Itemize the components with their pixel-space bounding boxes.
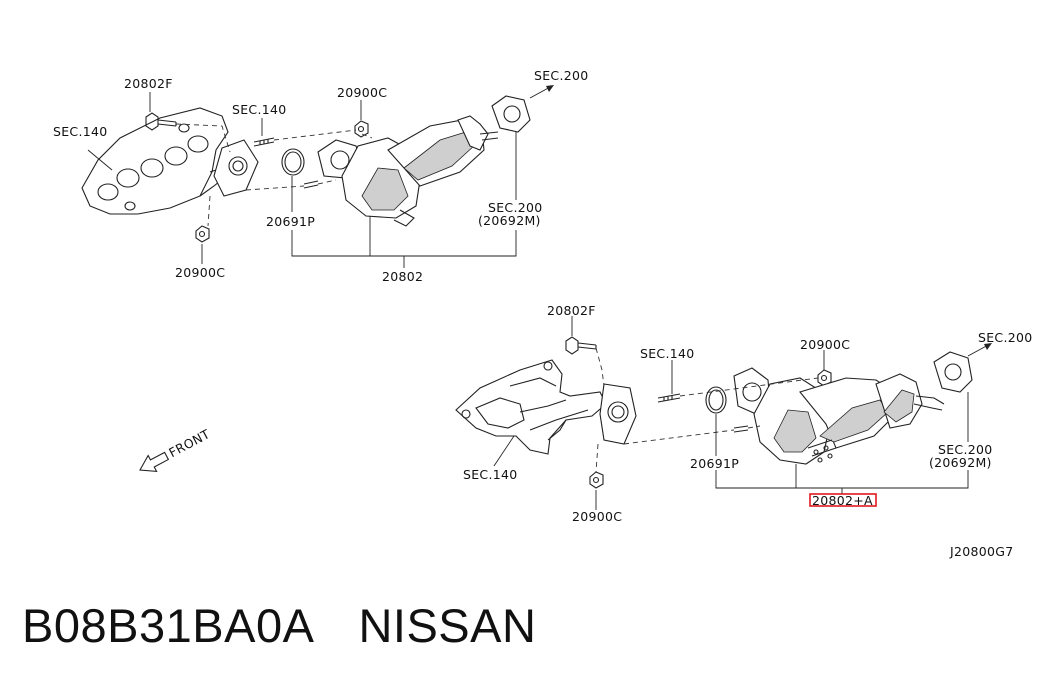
lower-nut-bottom-icon bbox=[589, 471, 604, 489]
lower-sec200-bottom-code: (20692M) bbox=[929, 455, 992, 470]
lower-stud-icon bbox=[657, 393, 749, 433]
upper-nut-bottom-icon bbox=[195, 225, 210, 243]
upper-assembly-label: 20802 bbox=[382, 269, 423, 284]
lower-catalytic-converter bbox=[733, 367, 945, 465]
upper-outlet-flange bbox=[491, 95, 531, 133]
upper-nut-top-label: 20900C bbox=[337, 85, 387, 100]
drawing-code: J20800G7 bbox=[949, 544, 1014, 559]
front-label: FRONT bbox=[166, 426, 212, 460]
brand-name: NISSAN bbox=[358, 599, 537, 652]
upper-bolt-label: 20802F bbox=[124, 76, 173, 91]
lower-gasket-icon bbox=[705, 386, 727, 414]
upper-sec200-arrow-label: SEC.200 bbox=[534, 68, 589, 83]
part-caption: B08B31BA0A NISSAN bbox=[22, 598, 536, 653]
assembly-highlight-box bbox=[809, 493, 877, 507]
upper-stud-icon bbox=[253, 137, 319, 189]
lower-sec140-label: SEC.140 bbox=[463, 467, 518, 482]
lower-sec200-arrow-label: SEC.200 bbox=[978, 330, 1033, 345]
upper-gasket-label: 20691P bbox=[266, 214, 315, 229]
lower-exhaust-manifold bbox=[455, 359, 637, 455]
part-number: B08B31BA0A bbox=[22, 599, 315, 652]
lower-gasket-label: 20691P bbox=[690, 456, 739, 471]
lower-sec200-bottom-label: SEC.200 bbox=[938, 442, 993, 457]
upper-stud-label: SEC.140 bbox=[232, 102, 287, 117]
parts-diagram: SEC.140 20802F SEC.140 20900C SEC.200 20… bbox=[53, 68, 1033, 559]
lower-assembly: 20802F SEC.140 20900C SEC.200 20691P SEC… bbox=[455, 303, 1033, 524]
upper-sec140-label: SEC.140 bbox=[53, 124, 108, 139]
upper-gasket-icon bbox=[281, 148, 305, 176]
lower-stud-label: SEC.140 bbox=[640, 346, 695, 361]
upper-sec200-bottom-code: (20692M) bbox=[478, 213, 541, 228]
upper-sec200-bottom-label: SEC.200 bbox=[488, 200, 543, 215]
front-direction-indicator: FRONT bbox=[139, 426, 212, 473]
lower-nut-top-label: 20900C bbox=[800, 337, 850, 352]
upper-nut-bottom-label: 20900C bbox=[175, 265, 225, 280]
upper-assembly: SEC.140 20802F SEC.140 20900C SEC.200 20… bbox=[53, 68, 589, 284]
upper-exhaust-manifold bbox=[81, 107, 259, 215]
lower-nut-bottom-label: 20900C bbox=[572, 509, 622, 524]
lower-bolt-label: 20802F bbox=[547, 303, 596, 318]
lower-bolt-20802f-icon bbox=[565, 336, 597, 355]
lower-assembly-label: 20802+A bbox=[812, 493, 873, 508]
upper-nut-top-icon bbox=[354, 120, 369, 138]
upper-catalytic-converter bbox=[317, 115, 499, 227]
lower-outlet-flange bbox=[933, 351, 973, 393]
